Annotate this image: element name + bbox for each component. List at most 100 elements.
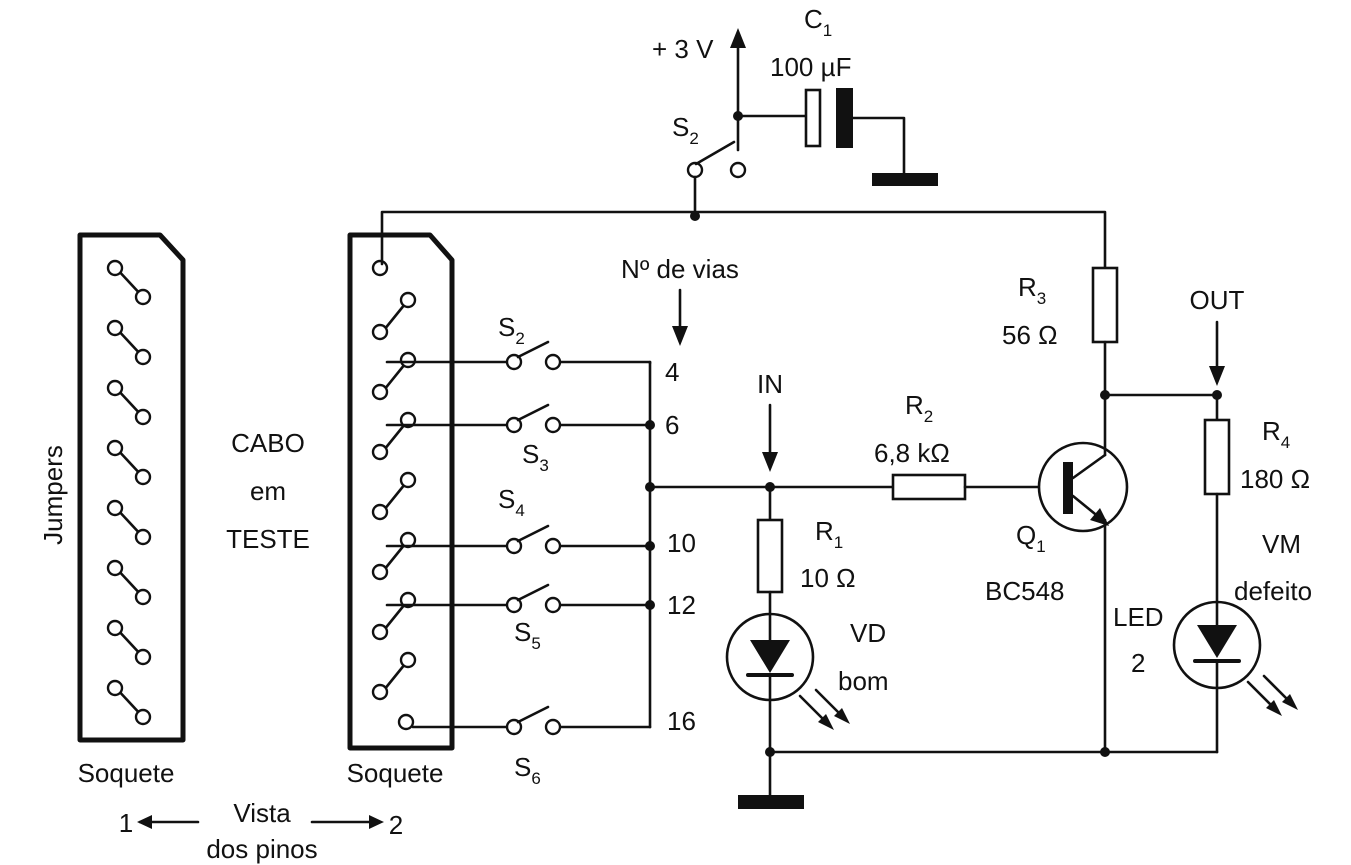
led-red-label-line1: VM: [1262, 529, 1301, 559]
transistor-q1: [1037, 396, 1129, 754]
jumper-socket: [77, 232, 186, 743]
jumper-pin: [134, 528, 152, 546]
socket-pin: [371, 443, 389, 461]
input-arrow-icon: [762, 452, 778, 472]
socket-pin: [399, 351, 417, 369]
q1-part: BC548: [985, 576, 1065, 606]
r1-ref: R1: [815, 516, 843, 552]
resistor-r1: [756, 518, 784, 594]
socket-pin: [399, 291, 417, 309]
led-red-label-line2: defeito: [1234, 576, 1312, 606]
socket-pin: [371, 259, 389, 277]
r4-value: 180 Ω: [1240, 464, 1310, 494]
arrow-right-icon: [369, 815, 384, 829]
ways-title: Nº de vias: [621, 254, 739, 284]
socket-pin: [371, 323, 389, 341]
ground-icon: [872, 173, 938, 186]
pin-view-line2: dos pinos: [206, 834, 317, 864]
c1-value: 100 µF: [770, 52, 851, 82]
selector-switch-s3[interactable]: [385, 403, 652, 434]
r3-ref: R3: [1018, 272, 1046, 308]
jumper-pin: [134, 468, 152, 486]
supply-label: + 3 V: [652, 34, 714, 64]
led-green-label-line2: bom: [838, 666, 889, 696]
jumper-pin: [134, 588, 152, 606]
arrow-left-icon: [137, 815, 152, 829]
r3-value: 56 Ω: [1002, 320, 1058, 350]
resistor-r4: [1203, 418, 1231, 496]
r4-ref: R4: [1262, 416, 1290, 452]
switch-label-s6: S6: [514, 752, 541, 788]
left-socket-label: Soquete: [78, 758, 175, 788]
cable-label-line2: em: [250, 476, 286, 506]
selector-switch-s5[interactable]: [385, 583, 652, 614]
capacitor-c1: [804, 88, 938, 186]
cable-socket: [347, 232, 455, 751]
pin-view-from: 1: [119, 808, 133, 838]
right-socket-label: Soquete: [347, 758, 444, 788]
jumper-pin: [106, 619, 124, 637]
socket-pin: [371, 383, 389, 401]
jumper-pin: [106, 379, 124, 397]
socket-pin: [371, 563, 389, 581]
selector-switch-s4[interactable]: [385, 524, 652, 555]
resistor-r2: [891, 473, 967, 501]
socket-link: [382, 482, 407, 512]
socket-link: [382, 362, 407, 392]
selector-switch-s2[interactable]: [385, 340, 652, 371]
led2-label-line2: 2: [1131, 648, 1145, 678]
jumper-pin: [134, 708, 152, 726]
input-label: IN: [757, 369, 783, 399]
socket-link: [382, 422, 407, 452]
socket-pin: [399, 591, 417, 609]
ways-value-12: 12: [667, 590, 696, 620]
jumper-pin: [134, 348, 152, 366]
jumper-pin: [134, 648, 152, 666]
supply-arrow-icon: [730, 28, 746, 48]
ways-value-10: 10: [667, 528, 696, 558]
power-switch-ref: S2: [672, 112, 699, 148]
jumper-pin: [106, 319, 124, 337]
switch-label-s3: S3: [522, 439, 549, 475]
ways-value-16: 16: [667, 706, 696, 736]
output-label: OUT: [1190, 285, 1245, 315]
jumper-pin: [106, 439, 124, 457]
resistor-r3: [1091, 266, 1119, 344]
jumper-pin: [134, 288, 152, 306]
socket-pin: [399, 471, 417, 489]
c1-ref: C1: [804, 4, 832, 40]
cable-label-line3: TESTE: [226, 524, 310, 554]
socket-pin: [371, 623, 389, 641]
led-red: [1172, 600, 1298, 754]
socket-pin: [399, 651, 417, 669]
r1-value: 10 Ω: [800, 563, 856, 593]
pin-view-line1: Vista: [233, 798, 291, 828]
socket-pin: [371, 503, 389, 521]
cable-label-line1: CABO: [231, 428, 305, 458]
jumper-pin: [106, 679, 124, 697]
r2-value: 6,8 kΩ: [874, 438, 950, 468]
pin-view-to: 2: [389, 810, 403, 840]
switch-label-s5: S5: [514, 617, 541, 653]
switch-label-s4: S4: [498, 484, 525, 520]
socket-link: [382, 542, 407, 572]
socket-link: [382, 662, 407, 692]
socket-link: [382, 602, 407, 632]
socket-link: [382, 302, 407, 332]
ways-value-4: 4: [665, 357, 679, 387]
socket-pin: [399, 411, 417, 429]
led-green-label-line1: VD: [850, 618, 886, 648]
switch-label-s2: S2: [498, 312, 525, 348]
jumper-pin: [134, 408, 152, 426]
led-green: [725, 612, 850, 754]
jumper-pin: [106, 559, 124, 577]
selector-switch-s6[interactable]: [411, 705, 652, 736]
socket-pin: [371, 683, 389, 701]
ways-arrow-icon: [672, 326, 688, 346]
q1-ref: Q1: [1016, 520, 1046, 556]
jumper-pin: [106, 499, 124, 517]
ground-bottom-icon: [738, 795, 804, 809]
ways-value-6: 6: [665, 410, 679, 440]
led2-label-line1: LED: [1113, 602, 1164, 632]
